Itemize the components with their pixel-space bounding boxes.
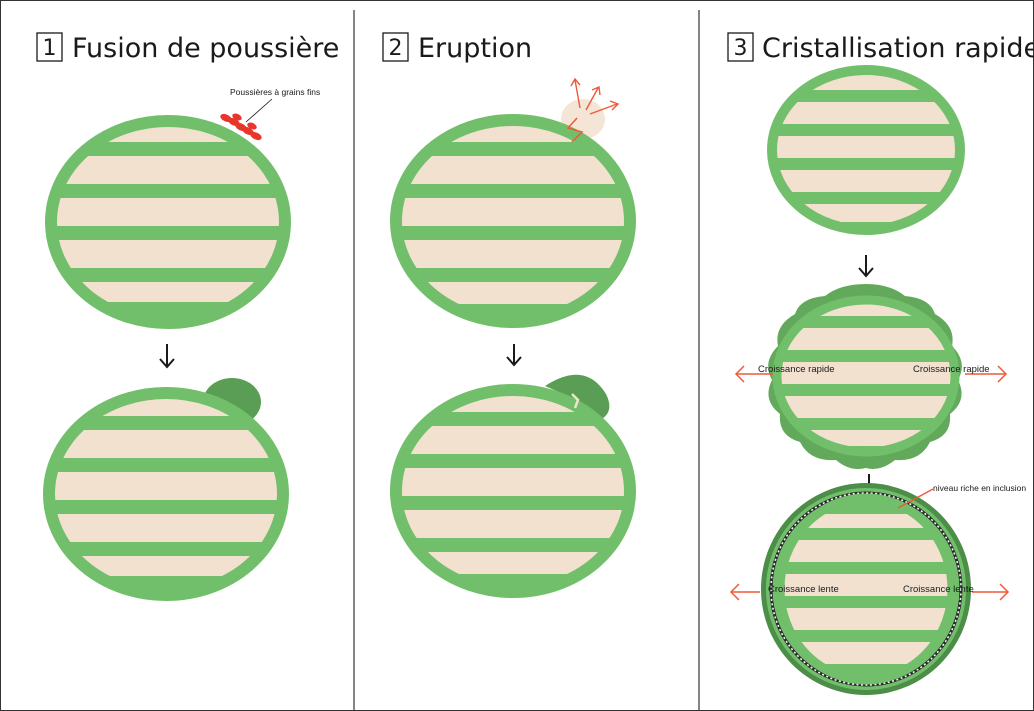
eruption-bump bbox=[545, 374, 610, 420]
panel-3-number: 3 bbox=[734, 36, 748, 61]
inclusion-layer-label: niveau riche en inclusion bbox=[933, 483, 1026, 493]
fine-dust-leader-line bbox=[245, 98, 273, 123]
arrow-down-icon-3 bbox=[858, 255, 874, 278]
panel-3-number-box bbox=[727, 32, 754, 62]
panel-1-title: Fusion de poussière bbox=[72, 33, 339, 64]
eruption-arrows-icon bbox=[570, 77, 620, 115]
slow-growth-label-left: Croissance lente bbox=[768, 584, 839, 595]
fast-growth-label-right: Croissance rapide bbox=[913, 364, 990, 375]
crack-scar bbox=[571, 393, 580, 409]
crystal-3-top bbox=[767, 65, 965, 235]
crystal-1-top bbox=[45, 115, 291, 329]
arrow-down-icon-2 bbox=[506, 344, 522, 367]
crack-icon bbox=[566, 117, 584, 143]
fast-growth-arrow-left-icon bbox=[734, 365, 773, 383]
panel-2: 2 Eruption bbox=[382, 32, 636, 598]
crystal-2-bottom bbox=[390, 384, 636, 598]
panel-2-title: Eruption bbox=[418, 33, 532, 64]
panel-1-number: 1 bbox=[43, 36, 57, 61]
panel-1-number-box bbox=[36, 32, 63, 62]
panel-3-title: Cristallisation rapide bbox=[762, 33, 1034, 64]
fine-dust-label: Poussières à grains fins bbox=[230, 87, 320, 97]
slow-growth-arrow-left-icon bbox=[729, 583, 760, 601]
crystal-2-top bbox=[390, 114, 636, 328]
arrow-down-icon bbox=[159, 344, 175, 369]
inclusion-leader-line bbox=[897, 488, 934, 509]
crystal-3-bottom bbox=[761, 483, 971, 695]
slow-growth-label-right: Croissance lente bbox=[903, 584, 974, 595]
fast-growth-label-left: Croissance rapide bbox=[758, 364, 835, 375]
crystal-3-middle bbox=[768, 284, 962, 469]
panel-2-number: 2 bbox=[389, 36, 403, 61]
panel-2-number-box bbox=[382, 32, 409, 62]
crystal-1-bottom bbox=[43, 387, 289, 601]
panel-3: 3 Cristallisation rapide bbox=[727, 32, 1034, 695]
dust-particles bbox=[220, 113, 262, 141]
panel-1: 1 Fusion de poussière Poussières bbox=[36, 32, 339, 601]
fast-growth-arrow-right-icon bbox=[965, 365, 1008, 383]
slow-growth-arrow-right-icon bbox=[972, 583, 1010, 601]
